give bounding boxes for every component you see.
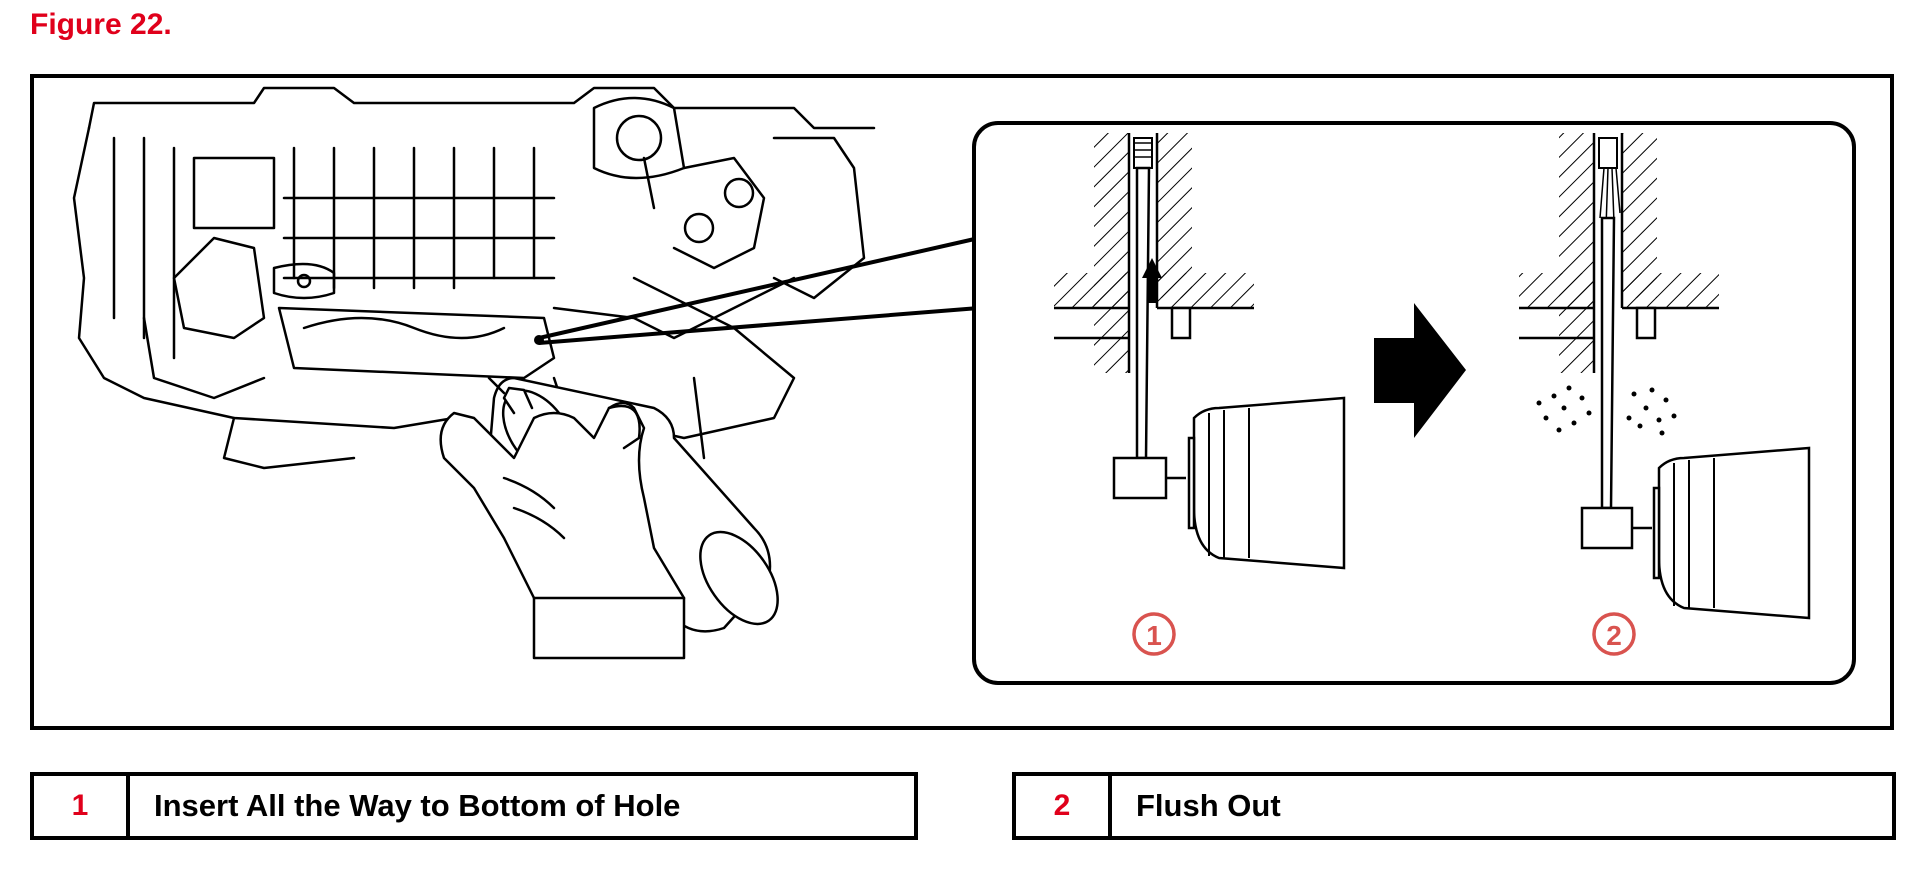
figure-frame: 1 2: [30, 74, 1894, 730]
legend-item-1-number: 1: [34, 776, 130, 836]
callout-1-label: 1: [1146, 620, 1162, 651]
callout-leader-lines: [538, 236, 980, 345]
legend-item-2-text: Flush Out: [1136, 788, 1281, 823]
callout-2-circle: [1592, 612, 1636, 656]
step-2-detail: [1519, 133, 1811, 620]
callout-1-circle: [1132, 612, 1176, 656]
figure-title: Figure 22.: [30, 8, 172, 41]
step-1-detail: [1054, 133, 1346, 570]
legend-item-1-text: Insert All the Way to Bottom of Hole: [154, 788, 681, 823]
callout-2: 2: [1592, 612, 1636, 656]
callout-2-label: 2: [1606, 620, 1622, 651]
hand-with-spray-can-drawing: [439, 376, 779, 660]
legend-item-2-number: 2: [1016, 776, 1112, 836]
engine-block-drawing: [72, 86, 876, 470]
arrow-right-icon: [1374, 303, 1466, 438]
legend-item-2: 2 Flush Out: [1012, 772, 1896, 840]
illustration: 1 2: [72, 86, 1856, 685]
callout-1: 1: [1132, 612, 1176, 656]
callout-point: [534, 335, 544, 345]
legend-item-1: 1 Insert All the Way to Bottom of Hole: [30, 772, 918, 840]
